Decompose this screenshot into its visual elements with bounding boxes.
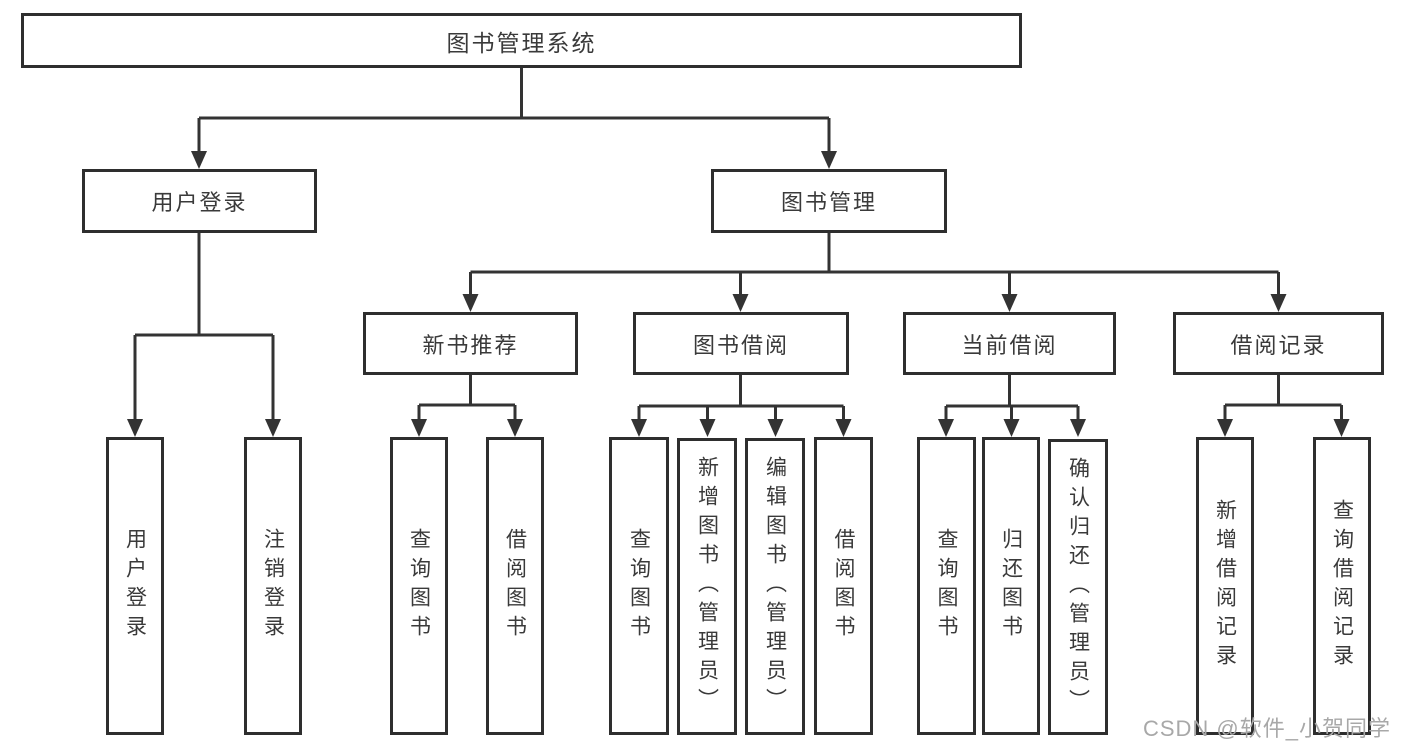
leaf-current-query-books: 查询图书 [917,437,976,735]
leaf-label: 归还图书 [999,528,1023,644]
node-borrowing-records: 借阅记录 [1173,312,1384,375]
leaf-label: 查询图书 [627,528,651,644]
node-label: 新书推荐 [422,332,519,358]
leaf-label: 编辑图书（管理员） [763,456,787,717]
leaf-current-confirm-return-admin: 确认归还（管理员） [1048,439,1108,735]
leaf-label: 查询图书 [935,528,958,644]
node-label: 图书管理系统 [446,29,597,56]
node-book-management: 图书管理 [711,169,947,233]
leaf-records-query-record: 查询借阅记录 [1313,437,1371,735]
node-label: 图书管理 [780,190,877,215]
leaf-user-login: 用户登录 [106,437,164,735]
leaf-borrow-borrow-books: 借阅图书 [814,437,873,735]
leaf-label: 借阅图书 [832,528,855,644]
node-label: 借阅记录 [1230,332,1327,358]
leaf-label: 新增借阅记录 [1213,499,1237,673]
node-label: 当前借阅 [961,332,1058,358]
node-label: 用户登录 [151,190,248,215]
leaf-current-return-books: 归还图书 [982,437,1040,735]
leaf-rec-borrow-books: 借阅图书 [486,437,544,735]
csdn-watermark: CSDN @软件_小贺同学 [1142,716,1391,741]
node-book-borrowing: 图书借阅 [633,312,849,375]
leaf-label: 新增图书（管理员） [695,456,719,717]
leaf-logout: 注销登录 [244,437,302,735]
leaf-label: 用户登录 [123,528,147,644]
leaf-rec-query-books: 查询图书 [390,437,448,735]
leaf-borrow-add-books-admin: 新增图书（管理员） [677,438,737,735]
leaf-label: 注销登录 [261,528,285,644]
leaf-records-add-record: 新增借阅记录 [1196,437,1254,735]
leaf-borrow-query-books: 查询图书 [609,437,669,735]
node-new-book-recommendation: 新书推荐 [363,312,578,375]
leaf-label: 查询图书 [407,528,431,644]
node-current-borrowing: 当前借阅 [903,312,1116,375]
node-label: 图书借阅 [692,332,789,358]
leaf-label: 确认归还（管理员） [1066,456,1090,718]
node-user-login: 用户登录 [82,169,317,233]
node-library-management-system: 图书管理系统 [21,13,1022,68]
leaf-label: 查询借阅记录 [1330,499,1354,673]
leaf-borrow-edit-books-admin: 编辑图书（管理员） [745,438,805,735]
leaf-label: 借阅图书 [503,528,527,644]
